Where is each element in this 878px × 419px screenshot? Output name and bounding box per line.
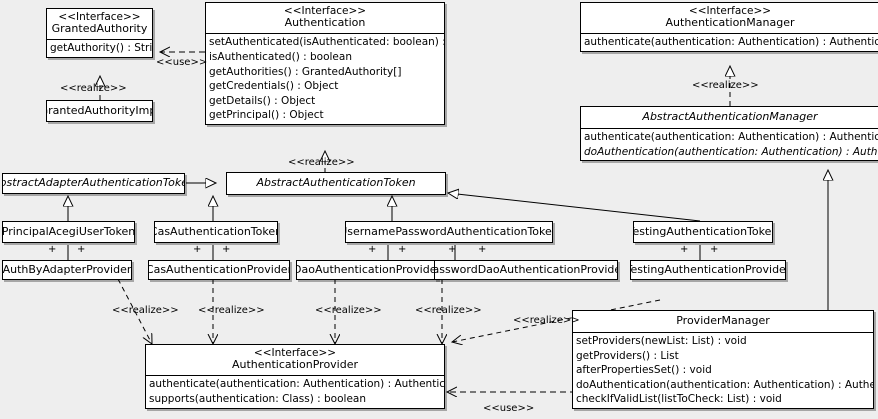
class-name-label: DaoAuthenticationProvider bbox=[296, 262, 438, 276]
multiplicity-marker: + bbox=[77, 244, 86, 255]
class-name-label: GrantedAuthority bbox=[51, 22, 148, 36]
method-set-authenticated: setAuthenticated(isAuthenticated: boolea… bbox=[209, 36, 444, 49]
multiplicity-marker: + bbox=[398, 244, 407, 255]
method-set-providers: setProviders(newList: List) : void bbox=[576, 334, 747, 347]
class-name-label: AuthenticationManager bbox=[665, 16, 795, 30]
label-realize-provider-4: <<realize>> bbox=[415, 305, 482, 316]
class-name-label: PasswordDaoAuthenticationProvider bbox=[434, 262, 618, 276]
label-realize-provider-3: <<realize>> bbox=[315, 305, 382, 316]
method-check-if-valid-list: checkIfValidList(listToCheck: List) : vo… bbox=[576, 393, 782, 406]
class-name-label: CasAuthenticationToken bbox=[154, 224, 278, 238]
class-testing-authentication-token[interactable]: TestingAuthenticationToken bbox=[633, 221, 773, 243]
class-provider-manager[interactable]: ProviderManager setProviders(newList: Li… bbox=[572, 310, 874, 409]
class-dao-authentication-provider[interactable]: DaoAuthenticationProvider bbox=[296, 260, 438, 280]
method-do-authentication: doAuthentication(authentication: Authent… bbox=[576, 378, 873, 391]
method-get-authority: getAuthority() : String bbox=[50, 42, 152, 55]
stereotype-label: <<Interface>> bbox=[58, 11, 141, 23]
multiplicity-marker: + bbox=[48, 244, 57, 255]
class-granted-authority[interactable]: <<Interface>> GrantedAuthority getAuthor… bbox=[46, 8, 153, 58]
stereotype-label: <<Interface>> bbox=[253, 347, 337, 359]
class-testing-authentication-provider[interactable]: TestingAuthenticationProvider bbox=[630, 260, 786, 280]
method-do-authentication: doAuthentication(authentication: Authent… bbox=[584, 145, 878, 158]
method-get-principal: getPrincipal() : Object bbox=[209, 109, 324, 122]
authentication-header: <<Interface>> Authentication bbox=[206, 3, 444, 33]
class-username-password-authentication-token[interactable]: UsernamePasswordAuthenticationToken bbox=[345, 221, 553, 243]
methods-compartment: authenticate(authentication: Authenticat… bbox=[146, 375, 444, 407]
class-name-label: ProviderManager bbox=[676, 314, 770, 327]
method-supports: supports(authentication: Class) : boolea… bbox=[149, 392, 366, 405]
class-cas-authentication-provider[interactable]: CasAuthenticationProvider bbox=[148, 260, 290, 280]
label-realize-auth-manager: <<realize>> bbox=[692, 80, 759, 91]
class-authentication[interactable]: <<Interface>> Authentication setAuthenti… bbox=[205, 2, 445, 125]
stereotype-label: <<Interface>> bbox=[283, 5, 367, 17]
label-realize-provider-1: <<realize>> bbox=[112, 305, 179, 316]
method-is-authenticated: isAuthenticated() : boolean bbox=[209, 50, 352, 63]
method-get-details: getDetails() : Object bbox=[209, 94, 316, 107]
method-authenticate: authenticate(authentication: Authenticat… bbox=[584, 36, 878, 49]
class-name-label: GrantedAuthorityImpl bbox=[46, 103, 152, 117]
class-name-label: AuthByAdapterProvider bbox=[2, 262, 132, 276]
class-abstract-authentication-manager[interactable]: AbstractAuthenticationManager authentica… bbox=[580, 106, 878, 162]
abstract-authentication-manager-header: AbstractAuthenticationManager bbox=[581, 107, 878, 128]
stereotype-label: <<Interface>> bbox=[688, 5, 772, 17]
methods-compartment: getAuthority() : String bbox=[47, 39, 152, 57]
authentication-provider-header: <<Interface>> AuthenticationProvider bbox=[146, 345, 444, 375]
multiplicity-marker: + bbox=[368, 244, 377, 255]
provider-manager-header: ProviderManager bbox=[573, 311, 873, 332]
class-name-label: TestingAuthenticationProvider bbox=[630, 262, 786, 276]
method-authenticate: authenticate(authentication: Authenticat… bbox=[149, 378, 444, 391]
class-abstract-adapter-authentication-token[interactable]: AbstractAdapterAuthenticationToken bbox=[2, 173, 185, 194]
class-password-dao-authentication-provider[interactable]: PasswordDaoAuthenticationProvider bbox=[434, 260, 618, 280]
methods-compartment: authenticate(authentication: Authenticat… bbox=[581, 33, 878, 51]
multiplicity-marker: + bbox=[478, 244, 487, 255]
class-name-label: AbstractAuthenticationManager bbox=[642, 110, 818, 123]
methods-compartment: setProviders(newList: List) : void getPr… bbox=[573, 331, 873, 408]
method-after-properties-set: afterPropertiesSet() : void bbox=[576, 364, 712, 377]
class-authentication-manager[interactable]: <<Interface>> AuthenticationManager auth… bbox=[580, 2, 878, 52]
label-use-granted-authority: <<use>> bbox=[156, 57, 208, 68]
class-name-label: TestingAuthenticationToken bbox=[633, 224, 773, 238]
granted-authority-header: <<Interface>> GrantedAuthority bbox=[47, 9, 152, 39]
method-authenticate: authenticate(authentication: Authenticat… bbox=[584, 130, 878, 143]
authentication-manager-header: <<Interface>> AuthenticationManager bbox=[581, 3, 878, 33]
class-cas-authentication-token[interactable]: CasAuthenticationToken bbox=[154, 221, 278, 243]
label-realize-granted-authority: <<realize>> bbox=[60, 83, 127, 94]
class-principal-acegi-user-token[interactable]: PrincipalAcegiUserToken bbox=[2, 221, 135, 243]
multiplicity-marker: + bbox=[193, 244, 202, 255]
class-authentication-provider[interactable]: <<Interface>> AuthenticationProvider aut… bbox=[145, 344, 445, 409]
method-get-credentials: getCredentials() : Object bbox=[209, 80, 339, 93]
class-auth-by-adapter-provider[interactable]: AuthByAdapterProvider bbox=[2, 260, 132, 280]
class-abstract-authentication-token[interactable]: AbstractAuthenticationToken bbox=[226, 172, 446, 195]
methods-compartment: authenticate(authentication: Authenticat… bbox=[581, 127, 878, 160]
class-name-label: PrincipalAcegiUserToken bbox=[2, 224, 135, 238]
class-granted-authority-impl[interactable]: GrantedAuthorityImpl bbox=[46, 100, 153, 122]
multiplicity-marker: + bbox=[222, 244, 231, 255]
label-realize-provider-2: <<realize>> bbox=[198, 305, 265, 316]
class-name-label: AbstractAuthenticationToken bbox=[256, 176, 416, 190]
label-use-provider-manager: <<use>> bbox=[483, 403, 535, 414]
multiplicity-marker: + bbox=[680, 244, 689, 255]
method-get-authorities: getAuthorities() : GrantedAuthority[] bbox=[209, 65, 402, 78]
class-name-label: AuthenticationProvider bbox=[231, 358, 359, 372]
label-realize-abstract-token: <<realize>> bbox=[288, 157, 355, 168]
class-name-label: Authentication bbox=[284, 16, 366, 30]
label-realize-provider-5: <<realize>> bbox=[513, 315, 580, 326]
methods-compartment: setAuthenticated(isAuthenticated: boolea… bbox=[206, 33, 444, 124]
multiplicity-marker: + bbox=[710, 244, 719, 255]
class-name-label: CasAuthenticationProvider bbox=[148, 262, 290, 276]
multiplicity-marker: + bbox=[448, 244, 457, 255]
method-get-providers: getProviders() : List bbox=[576, 349, 679, 362]
class-name-label: UsernamePasswordAuthenticationToken bbox=[345, 224, 553, 238]
class-name-label: AbstractAdapterAuthenticationToken bbox=[2, 176, 185, 190]
